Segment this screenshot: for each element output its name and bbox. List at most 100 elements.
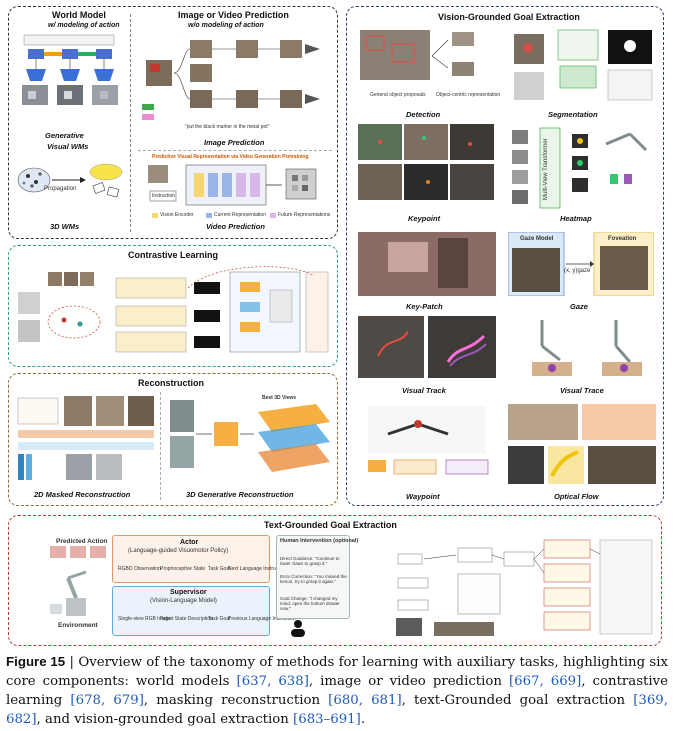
world-model-diagram: [18, 33, 122, 125]
reconstruction-2d-diagram: [16, 392, 156, 484]
supervisor-input-prev-instruction: Previous Language Instruction: [228, 616, 296, 622]
visual-trace-drawing: [512, 316, 654, 378]
heatmap-transformer-label: Multi-View Transformer: [543, 138, 549, 200]
masked-reconstruction-drawing: [17, 396, 154, 480]
caption-text-6: , and vision-grounded goal extraction: [36, 712, 294, 727]
video-prediction-caption: Video Prediction: [206, 222, 265, 231]
human-intervention-box: [276, 535, 350, 619]
human-note-error: Error Correction: "You missed the lemon,…: [280, 574, 347, 584]
detection-figure: [356, 26, 496, 104]
3d-generative-caption: 3D Generative Reconstruction: [186, 490, 294, 499]
world-model-panel: [8, 6, 338, 239]
detection-sub2: Object-centric representation: [436, 92, 501, 98]
supervisor-input-rgb: Single-view RGB Image: [118, 616, 172, 622]
world-model-network: [22, 34, 118, 105]
caption-text-7: .: [360, 712, 366, 727]
person-icon: [291, 620, 305, 637]
actor-inputs: RGBD Observation Proprioceptive State Ta…: [116, 562, 286, 580]
segmentation-drawing: [514, 29, 653, 101]
propagation-label: Propagation: [44, 186, 77, 192]
best-3d-views-label: Best 3D Views: [262, 395, 297, 401]
image-prediction-prompt: "put the black marker in the metal pot": [185, 124, 270, 130]
world-model-title: World Model: [52, 10, 106, 20]
figure-label: Figure 15: [6, 654, 66, 669]
caption-ref-masking[interactable]: [680, 681]: [328, 693, 402, 708]
caption-ref-world-models[interactable]: [637, 638]: [236, 674, 309, 689]
optical-flow-figure: [508, 404, 656, 486]
segmentation-figure: [508, 26, 658, 106]
image-video-subtitle: w/o modeling of action: [188, 22, 264, 29]
key-patch-figure: [358, 232, 496, 296]
waypoint-caption: Waypoint: [406, 492, 440, 501]
figure-separator: |: [69, 655, 74, 670]
supervisor-box: [112, 586, 270, 636]
key-patch-drawing: [358, 232, 496, 296]
caption-ref-image-video[interactable]: [667, 669]: [508, 674, 582, 689]
generative-reconstruction-drawing: [170, 400, 330, 472]
gaze-caption: Gaze: [570, 302, 588, 311]
image-video-inner-divider: [138, 150, 332, 151]
optical-flow-caption: Optical Flow: [554, 492, 599, 501]
detection-caption: Detection: [406, 110, 441, 119]
video-legend: Vision Encoder Current Representation Fu…: [152, 212, 332, 220]
3d-wms-diagram: [14, 158, 126, 208]
human-icon: [288, 618, 308, 638]
gaze-figure: [507, 231, 655, 297]
human-note-goal-change: Goal Change: "I changed my mind, open th…: [280, 596, 340, 611]
vision-goal-title: Vision-Grounded Goal Extraction: [438, 12, 580, 22]
human-note-guidance: Direct Guidance: "Continue to lower claw…: [280, 556, 340, 566]
detection-drawing: [360, 30, 474, 80]
detection-sub1: General object proposals: [370, 92, 426, 98]
text-goal-panel: [8, 515, 662, 646]
contrastive-diagram: [14, 262, 332, 362]
instruction-label: Instruction: [152, 193, 176, 199]
legend-future-swatch: [270, 213, 276, 218]
reconstruction-title: Reconstruction: [138, 378, 205, 388]
actor-title: Actor: [180, 539, 199, 546]
legend-future-label: Future Representations: [278, 212, 331, 218]
visual-trace-caption: Visual Trace: [560, 386, 604, 395]
caption-ref-vision-grounded[interactable]: [683–691]: [293, 712, 361, 727]
caption-text-2: , image or video prediction: [308, 674, 509, 689]
keypoint-drawing: [358, 124, 494, 200]
actor-box: [112, 535, 270, 583]
video-prediction-heading: Predictive Visual Representation via Vid…: [152, 154, 309, 160]
legend-vision-swatch: [152, 213, 158, 218]
action-position-swatch: [50, 546, 66, 558]
caption-ref-text-grounded[interactable]: [369, 682]: [6, 693, 668, 727]
caption-ref-contrastive[interactable]: [678, 679]: [70, 693, 144, 708]
waypoint-drawing: [368, 406, 489, 475]
action-rotation-swatch: [70, 546, 86, 558]
caption-text-5: , text-Grounded goal extraction: [401, 693, 634, 708]
3d-wms-caption: 3D WMs: [50, 222, 80, 231]
video-prediction-network: [148, 164, 317, 206]
text-goal-title: Text-Grounded Goal Extraction: [264, 520, 397, 530]
reconstruction-divider: [160, 392, 161, 500]
optical-flow-drawing: [508, 404, 656, 484]
reconstruction-3d-diagram: [166, 392, 334, 486]
human-intervention-title: Human Intervention (optional): [280, 538, 359, 544]
actor-subtitle: (Language-guided Visuomotor Policy): [128, 548, 229, 554]
environment-robot-drawing: [46, 568, 106, 618]
visual-trace-figure: [512, 316, 654, 378]
world-model-subtitle: w/ modeling of action: [48, 22, 120, 29]
foveation-label: Foveation: [608, 236, 637, 242]
2d-masked-caption: 2D Masked Reconstruction: [34, 490, 131, 499]
visual-track-caption: Visual Track: [402, 386, 446, 395]
visual-track-figure: [358, 316, 496, 378]
video-prediction-diagram: [146, 161, 330, 209]
keypoint-caption: Keypoint: [408, 214, 441, 223]
image-prediction-diagram: [140, 34, 330, 126]
generative-caption: Generative: [45, 131, 84, 140]
key-patch-caption: Key-Patch: [406, 302, 443, 311]
contrastive-network: [18, 266, 329, 353]
supervisor-title: Supervisor: [170, 589, 207, 596]
text-goal-flow-diagram: [394, 534, 656, 640]
reconstruction-panel: [8, 373, 338, 506]
predicted-action-images: [50, 546, 110, 560]
gaze-formula-label: (x, y)gaze: [564, 268, 591, 274]
robot-arm-illustration: [50, 570, 87, 616]
caption-text-1: Overview of the taxonomy of methods for …: [6, 655, 668, 689]
supervisor-input-goal: Task Goal: [208, 616, 231, 622]
keypoint-figure: [358, 124, 496, 200]
